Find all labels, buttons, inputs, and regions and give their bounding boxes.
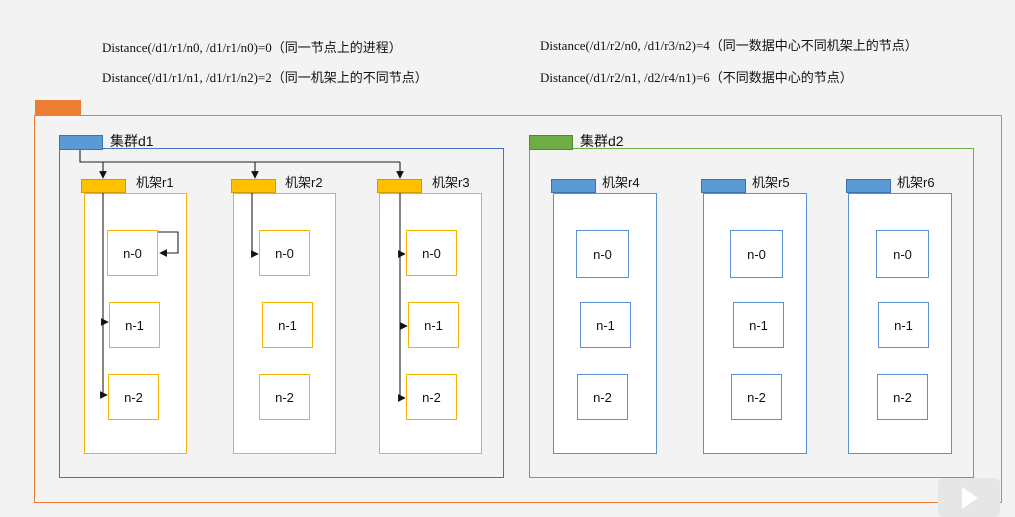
node-r2-n0: n-0 <box>259 230 310 276</box>
node-r1-n0: n-0 <box>107 230 158 276</box>
node-r5-n2: n-2 <box>731 374 782 420</box>
node-r6-n2: n-2 <box>877 374 928 420</box>
rack-r5-tab <box>701 179 746 193</box>
node-r3-n1: n-1 <box>408 302 459 348</box>
distance-formula-same-datacenter: Distance(/d1/r2/n0, /d1/r3/n2)=4（同一数据中心不… <box>540 38 918 53</box>
node-r1-n1: n-1 <box>109 302 160 348</box>
node-r3-n0: n-0 <box>406 230 457 276</box>
rack-r2-tab <box>231 179 276 193</box>
cluster-d1-label: 集群d1 <box>110 133 154 149</box>
node-r1-n2: n-2 <box>108 374 159 420</box>
rack-r4-tab <box>551 179 596 193</box>
rack-r6-tab <box>846 179 891 193</box>
node-r3-n2: n-2 <box>406 374 457 420</box>
cluster-d2-label: 集群d2 <box>580 133 624 149</box>
node-r4-n2: n-2 <box>577 374 628 420</box>
node-r6-n1: n-1 <box>878 302 929 348</box>
outer-container-tab <box>35 100 81 115</box>
play-icon <box>962 487 978 509</box>
node-r5-n1: n-1 <box>733 302 784 348</box>
rack-r2-label: 机架r2 <box>285 175 323 190</box>
rack-r3-tab <box>377 179 422 193</box>
cluster-d2-frame <box>529 148 974 478</box>
node-r6-n0: n-0 <box>876 230 929 278</box>
distance-formula-different-datacenter: Distance(/d1/r2/n1, /d2/r4/n1)=6（不同数据中心的… <box>540 70 853 85</box>
rack-r1-label: 机架r1 <box>136 175 174 190</box>
cluster-d2-tab <box>529 135 573 150</box>
outer-container <box>34 115 1002 503</box>
rack-r5-label: 机架r5 <box>752 175 790 190</box>
video-play-button[interactable] <box>938 478 1000 517</box>
rack-r6-label: 机架r6 <box>897 175 935 190</box>
node-r2-n2: n-2 <box>259 374 310 420</box>
cluster-d1-frame <box>59 148 504 478</box>
rack-r4-label: 机架r4 <box>602 175 640 190</box>
distance-formula-same-rack: Distance(/d1/r1/n1, /d1/r1/n2)=2（同一机架上的不… <box>102 70 428 85</box>
rack-r1-tab <box>81 179 126 193</box>
node-r4-n0: n-0 <box>576 230 629 278</box>
node-r5-n0: n-0 <box>730 230 783 278</box>
node-r2-n1: n-1 <box>262 302 313 348</box>
rack-r3-label: 机架r3 <box>432 175 470 190</box>
cluster-d1-tab <box>59 135 103 150</box>
distance-formula-same-node: Distance(/d1/r1/n0, /d1/r1/n0)=0（同一节点上的进… <box>102 40 402 55</box>
node-r4-n1: n-1 <box>580 302 631 348</box>
